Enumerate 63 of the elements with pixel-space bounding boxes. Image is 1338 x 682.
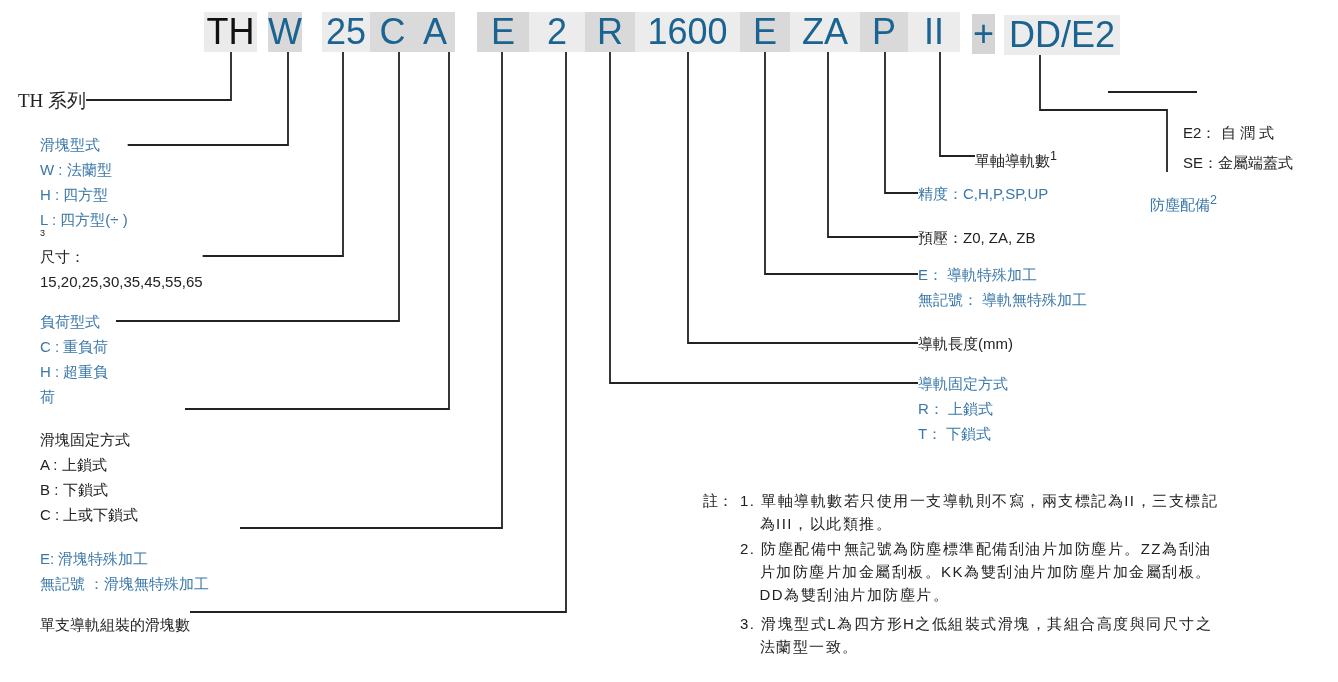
code-segment: 2 [529,12,585,52]
leader-line [189,51,567,613]
code-segment: P [860,12,908,52]
option-heading: 負荷型式 [40,312,101,332]
code-segment: DD/E2 [1004,15,1120,55]
option-heading: 尺寸： [40,247,86,267]
option-item: H : 超重負荷 [40,362,110,407]
option-item: C : 上或下鎖式 [40,505,140,525]
note-text: 2. 防塵配備中無記號為防塵標準配備刮油片加防塵片。ZZ為刮油片加防塵片加金屬刮板。KK為雙刮油片加防塵片加金屬刮板。DD為雙刮油片加防塵片。 [740,539,1213,605]
option-item: R： 上鎖式 [918,399,994,419]
option-item: SE：金屬端蓋式 [1183,153,1293,173]
leader-line [115,51,400,322]
description-text: TH 系列 [18,88,87,113]
option-item: B : 下鎖式 [40,480,109,500]
footnote-mark: 3 [40,228,45,238]
leader-line [609,51,919,384]
note-text: 3. 滑塊型式L為四方形H之低組裝式滑塊，其組合高度與同尺寸之法蘭型一致。 [740,614,1214,657]
code-segment: ZA [790,12,860,52]
option-heading: 導軌固定方式 [918,374,1008,394]
leader-line [687,51,919,344]
option-heading: E: 滑塊特殊加工 [40,549,150,569]
option-item: C : 重負荷 [40,337,110,357]
leader-line [939,51,976,157]
note-text: 1. 單軸導軌數若只使用一支導軌則不寫，兩支標記為II，三支標記為III，以此類推。 [740,491,1219,534]
code-segment: 1600 [635,12,740,52]
option-item: 無記號 ：滑塊無特殊加工 [40,574,211,594]
option-item: H : 四方型 [40,185,110,205]
description-text: 單支導軌組裝的滑塊數 [40,612,190,637]
leader-line [1039,54,1168,173]
leader-line [184,51,450,410]
code-segment: 25 [322,12,370,52]
description-text: 導軌長度(mm) [918,331,1013,356]
leader-line [126,51,289,146]
option-heading: E2： 自 潤 式 [1183,123,1275,143]
option-item: 15,20,25,30,35,45,55,65 [40,272,203,292]
leader-line [827,51,919,238]
code-segment: + [972,14,995,54]
code-segment: W [268,12,302,52]
code-segment: R [585,12,635,52]
leader-line [884,51,919,194]
code-segment: C [370,12,415,52]
option-heading: 滑塊型式 [40,135,101,155]
leader-line [85,51,232,101]
code-segment: E [477,12,529,52]
leader-line [764,51,919,275]
option-heading: 滑塊固定方式 [40,430,131,450]
description-text: 單軸導軌數$^{1}$ [975,144,1057,173]
leader-line [239,51,503,529]
option-item: A : 上鎖式 [40,455,108,475]
option-item: L : 四方型(÷ ) [40,210,128,230]
note-heading: 註： [703,491,733,511]
code-segment: A [415,12,455,52]
leader-line [201,51,344,257]
description-text: 預壓：Z0, ZA, ZB [918,225,1036,250]
description-text: 防塵配備$^{2}$ [1150,172,1217,217]
option-item: 無記號： 導軌無特殊加工 [918,290,1088,310]
code-segment: E [740,12,790,52]
option-item: W : 法蘭型 [40,160,113,180]
code-segment: TH [204,12,257,52]
option-heading: E： 導軌特殊加工 [918,265,1039,285]
option-item: T： 下鎖式 [918,424,993,444]
code-segment: II [908,12,960,52]
description-text: 精度：C,H,P,SP,UP [918,181,1049,206]
